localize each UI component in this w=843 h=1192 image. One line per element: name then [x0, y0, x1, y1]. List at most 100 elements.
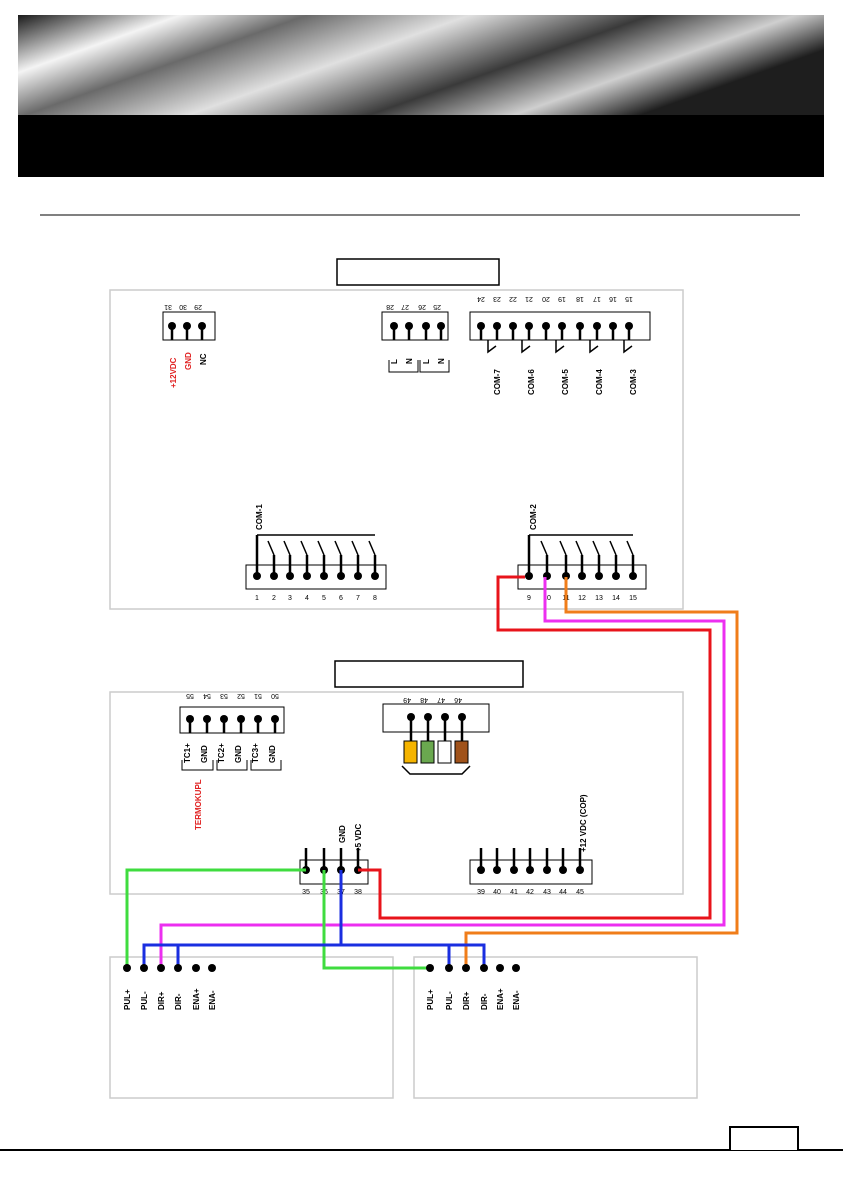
- driver-1-pin-label: PUL+: [123, 989, 132, 1010]
- relay-top-pin-num: 24: [477, 295, 485, 302]
- ac-pin-3-terminal: [422, 322, 430, 330]
- svg-text:N: N: [405, 358, 414, 364]
- com1-pin-5-terminal: [320, 572, 328, 580]
- svg-text:27: 27: [401, 303, 409, 310]
- relay-top-pin-num: 17: [593, 295, 601, 302]
- com2-switch-10: [540, 540, 548, 556]
- relay-top-pin-17-terminal: [593, 322, 601, 330]
- driver-1-board: [109, 956, 394, 1099]
- com1-pin-6-terminal: [337, 572, 345, 580]
- sensor-pin-4-terminal: [458, 713, 466, 721]
- relay-top-pin-20-terminal: [542, 322, 550, 330]
- driver-1-terminal: [208, 964, 216, 972]
- svg-text:26: 26: [418, 303, 426, 310]
- page-number-tab: [729, 1126, 799, 1150]
- svg-text:GND: GND: [234, 745, 243, 763]
- svg-text:COM-2: COM-2: [529, 504, 538, 530]
- svg-text:COM-4: COM-4: [595, 369, 604, 395]
- tc-pin-num: 51: [254, 692, 262, 699]
- relay-top-pin-num: 20: [542, 295, 550, 302]
- com2-pin-num: 12: [578, 595, 586, 602]
- tc-pin-55-terminal: [186, 715, 194, 723]
- relay-top-pin-num: 21: [525, 295, 533, 302]
- com1-pin-num: 6: [339, 595, 343, 602]
- sensor-connector: 49 48 47 46: [382, 696, 490, 775]
- ac-pin-2-terminal: [405, 322, 413, 330]
- svg-text:COM-1: COM-1: [255, 504, 264, 530]
- driver-2-pins: PUL+PUL-DIR+DIR-ENA+ENA-: [426, 964, 521, 1010]
- com1-pin-7-terminal: [354, 572, 362, 580]
- com1-pin-num: 8: [373, 595, 377, 602]
- driver-1-pin-label: ENA+: [192, 988, 201, 1010]
- driver-2-terminal: [445, 964, 453, 972]
- svg-text:47: 47: [437, 696, 445, 703]
- blue-wire: [142, 870, 486, 968]
- tc-pin-50-terminal: [271, 715, 279, 723]
- relay-top-pin-24-terminal: [477, 322, 485, 330]
- output-pin-44-terminal: [559, 866, 567, 874]
- svg-text:28: 28: [386, 303, 394, 310]
- svg-text:+12 VDC (COP): +12 VDC (COP): [579, 794, 588, 852]
- tc-pin-52-terminal: [237, 715, 245, 723]
- output-pin-num: 45: [576, 889, 584, 896]
- driver-1-pin-label: DIR-: [174, 993, 183, 1010]
- relay-top-pin-num: 19: [558, 295, 566, 302]
- driver-1-terminal: [123, 964, 131, 972]
- driver-2-board: [413, 956, 698, 1099]
- header-banner: [18, 15, 824, 177]
- com2-switch-15: [626, 540, 634, 556]
- com1-pin-8-terminal: [371, 572, 379, 580]
- relay-top-pin-22-terminal: [509, 322, 517, 330]
- tc-pin-num: 54: [203, 692, 211, 699]
- svg-text:31: 31: [164, 303, 172, 310]
- com1-pin-3-terminal: [286, 572, 294, 580]
- com1-pin-num: 2: [272, 595, 276, 602]
- power-pin-1-terminal: [168, 322, 176, 330]
- com2-pin-13-terminal: [595, 572, 603, 580]
- com2-pin-11-terminal: [562, 572, 570, 580]
- driver-1-terminal: [140, 964, 148, 972]
- driver-2-pin-label: PUL-: [445, 991, 454, 1010]
- driver-2-terminal: [480, 964, 488, 972]
- output-pin-42-terminal: [526, 866, 534, 874]
- driver-2-pin-label: DIR-: [480, 993, 489, 1010]
- brown-sensor-wire: [454, 740, 469, 764]
- header-black-band: [18, 115, 824, 177]
- com2-pin-9-terminal: [525, 572, 533, 580]
- sensor-pin-1-terminal: [407, 713, 415, 721]
- output-pin-num: 43: [543, 889, 551, 896]
- relay-top-pin-19-terminal: [558, 322, 566, 330]
- com2-pin-12-terminal: [578, 572, 586, 580]
- driver-1-pin-label: PUL-: [140, 991, 149, 1010]
- svg-text:COM-5: COM-5: [561, 369, 570, 395]
- svg-text:GND: GND: [184, 352, 193, 370]
- relay-top-pin-16-terminal: [609, 322, 617, 330]
- svg-text:L: L: [422, 359, 431, 364]
- relay-switch-mark: [521, 340, 531, 354]
- output-pin-40-terminal: [493, 866, 501, 874]
- svg-text:+5 VDC: +5 VDC: [354, 824, 363, 852]
- com2-switch-13: [592, 540, 600, 556]
- com2-pin-num: 9: [527, 595, 531, 602]
- power-connector: 31 30 29 +12VDC GND NC: [162, 303, 216, 388]
- output-pin-43-terminal: [543, 866, 551, 874]
- upper-board-title-box: [336, 258, 500, 286]
- signal-pin-num: 38: [354, 889, 362, 896]
- output-pin-num: 42: [526, 889, 534, 896]
- tc-pin-54-terminal: [203, 715, 211, 723]
- driver-2-pin-label: PUL+: [426, 989, 435, 1010]
- tc-pin-num: 50: [271, 692, 279, 699]
- relay-top-pin-num: 23: [493, 295, 501, 302]
- green-wire-1: [125, 868, 306, 968]
- svg-text:46: 46: [454, 696, 462, 703]
- svg-text:GND: GND: [200, 745, 209, 763]
- sensor-pin-2-terminal: [424, 713, 432, 721]
- output-pin-41-terminal: [510, 866, 518, 874]
- relay-switch-mark: [555, 340, 565, 354]
- driver-1-terminal: [192, 964, 200, 972]
- header-metal-strip: [18, 15, 824, 115]
